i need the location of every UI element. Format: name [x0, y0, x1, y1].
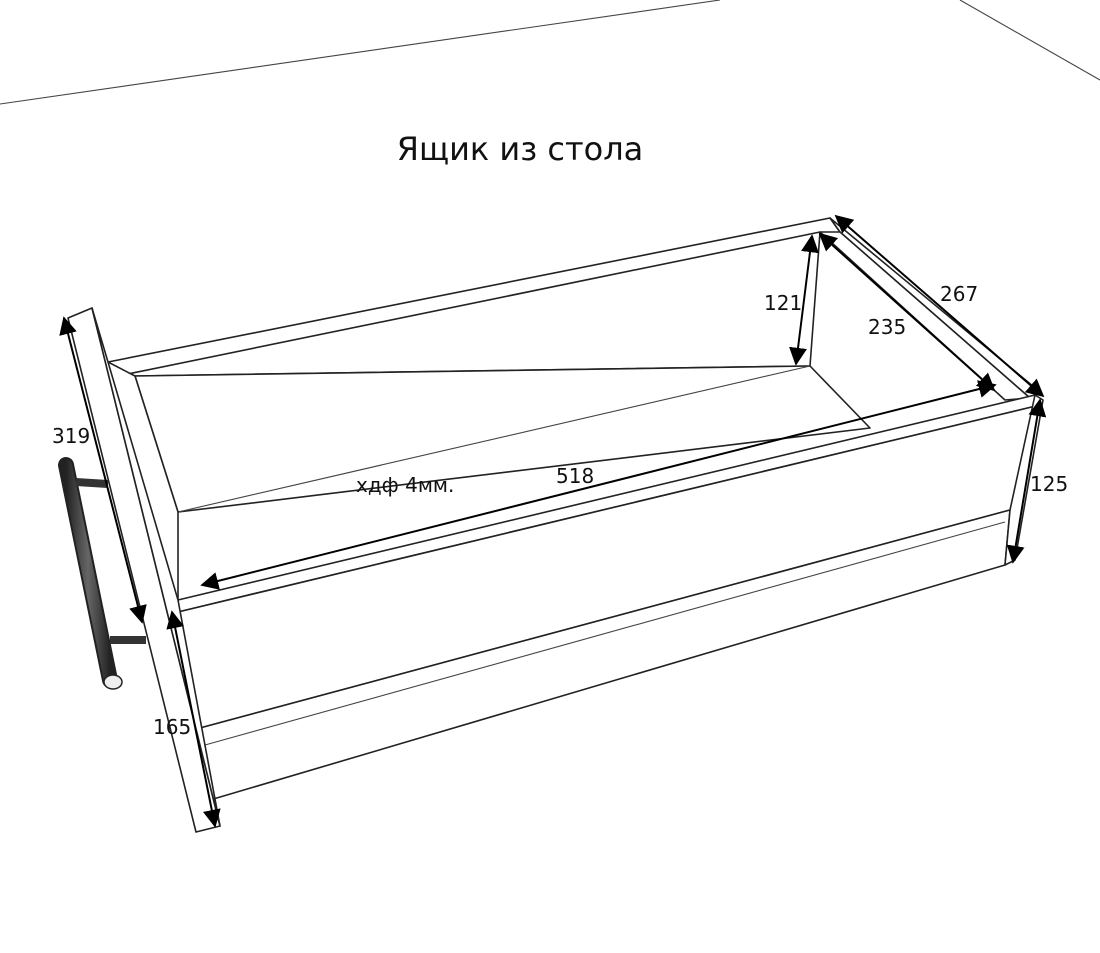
drawer-box [67, 217, 1044, 833]
material-note: хдф 4мм. [356, 473, 454, 497]
diagram-title: Ящик из стола [397, 130, 644, 168]
dim-label-125: 125 [1030, 472, 1068, 496]
arrow-319 [59, 316, 147, 624]
arrow-125 [1006, 398, 1047, 564]
right-side-inner [819, 231, 1031, 401]
dim-label-165: 165 [153, 715, 191, 739]
dim-label-235: 235 [868, 315, 906, 339]
dim-label-518: 518 [556, 464, 594, 488]
arrow-518 [200, 380, 997, 590]
inner-back-wall [117, 231, 821, 377]
dimension-arrows [59, 214, 1047, 828]
arrow-235 [818, 232, 996, 392]
arrow-121 [789, 234, 819, 366]
dim-label-319: 319 [52, 424, 90, 448]
arrow-165 [166, 610, 221, 828]
right-side-top [829, 217, 1041, 399]
arrow-267 [834, 214, 1045, 398]
dim-label-267: 267 [940, 282, 978, 306]
background-lines [0, 0, 1100, 105]
dim-label-121: 121 [764, 291, 802, 315]
